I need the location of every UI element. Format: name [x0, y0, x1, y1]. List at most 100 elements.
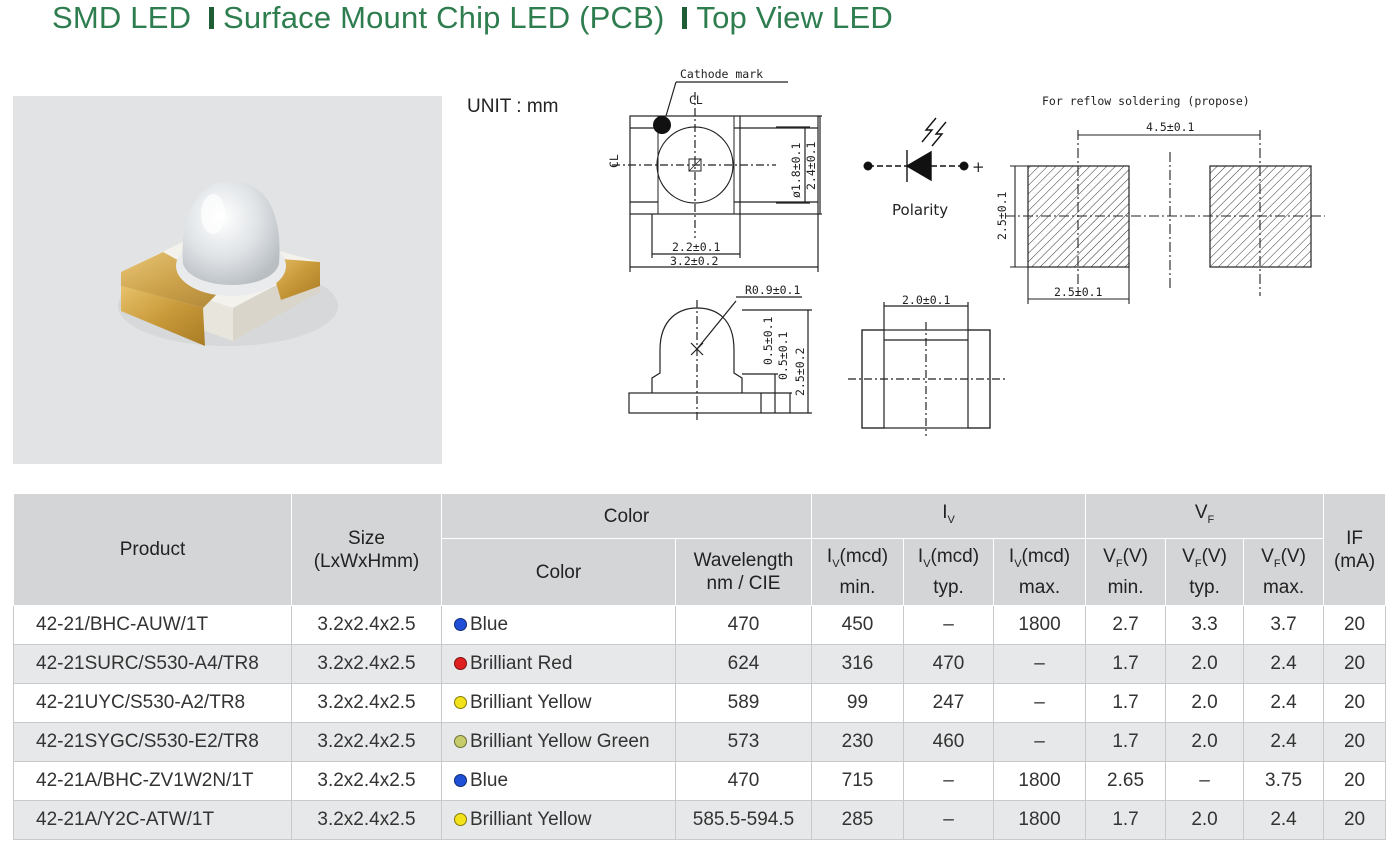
color-dot-icon: [454, 735, 467, 748]
dim-2-5-side: 2.5±0.2: [793, 348, 807, 396]
header-vf-min: VF(V)min.: [1085, 538, 1167, 606]
polarity-label: Polarity: [892, 201, 948, 219]
cell-product: 42-21SURC/S530-A4/TR8: [13, 644, 292, 684]
header-color: Color: [441, 538, 676, 606]
header-iv-min: IV(mcd)min.: [811, 538, 904, 606]
cell-vf-min: 1.7: [1085, 800, 1167, 840]
cell-iv-typ: –: [903, 605, 994, 645]
cell-iv-min: 230: [811, 722, 904, 762]
dim-width-2-4: 2.4±0.1: [804, 141, 818, 190]
cell-iv-typ: –: [903, 761, 994, 801]
cell-vf-typ: 2.0: [1165, 644, 1245, 684]
spec-table: Product Size(LxWxHmm) Color IV VF IF(mA)…: [13, 493, 1387, 840]
cell-iv-max: 1800: [992, 605, 1087, 645]
cell-iv-min: 715: [811, 761, 904, 801]
cell-vf-typ: 2.0: [1165, 800, 1245, 840]
cell-product: 42-21SYGC/S530-E2/TR8: [13, 722, 292, 762]
dim-2-0: 2.0±0.1: [902, 293, 951, 307]
cell-iv-max: –: [992, 683, 1087, 723]
cell-iv-max: –: [992, 722, 1087, 762]
cell-vf-max: 2.4: [1243, 722, 1325, 762]
mechanical-drawing: Cathode mark CL CL ø1.8±0.1 2.4±0.1 2.2±…: [607, 67, 1325, 436]
cell-iv-max: –: [992, 644, 1087, 684]
header-product: Product: [13, 493, 292, 606]
cell-product: 42-21A/Y2C-ATW/1T: [13, 800, 292, 840]
cell-wavelength: 624: [675, 644, 812, 684]
header-iv-typ: IV(mcd)typ.: [903, 538, 994, 606]
table-row: 42-21SURC/S530-A4/TR8 3.2x2.4x2.5 Brilli…: [13, 644, 1387, 684]
title-part-surface-mount: Surface Mount Chip LED (PCB): [223, 0, 665, 35]
cell-iv-max: 1800: [992, 761, 1087, 801]
cell-wavelength: 470: [675, 761, 812, 801]
cell-wavelength: 589: [675, 683, 812, 723]
cell-if: 20: [1323, 761, 1387, 801]
table-row: 42-21A/BHC-ZV1W2N/1T 3.2x2.4x2.5 Blue 47…: [13, 761, 1387, 801]
cell-size: 3.2x2.4x2.5: [291, 800, 442, 840]
bottom-view-outline: [848, 302, 1005, 436]
cell-vf-max: 3.7: [1243, 605, 1325, 645]
cell-wavelength: 585.5-594.5: [675, 800, 812, 840]
cell-vf-min: 2.65: [1085, 761, 1167, 801]
cell-iv-typ: 470: [903, 644, 994, 684]
cell-iv-typ: 460: [903, 722, 994, 762]
dim-0-5-a: 0.5±0.1: [761, 316, 775, 365]
dim-3-2: 3.2±0.2: [670, 254, 718, 268]
cell-if: 20: [1323, 644, 1387, 684]
cell-color: Brilliant Yellow: [441, 683, 676, 723]
cl-mark-left: CL: [607, 154, 621, 168]
cell-vf-max: 2.4: [1243, 683, 1325, 723]
cell-if: 20: [1323, 800, 1387, 840]
cell-size: 3.2x2.4x2.5: [291, 683, 442, 723]
polarity-plus: +: [972, 158, 985, 176]
header-vf-typ: VF(V)typ.: [1165, 538, 1245, 606]
title-part-top-view: Top View LED: [696, 0, 893, 35]
cell-iv-typ: –: [903, 800, 994, 840]
cathode-dot: [653, 116, 671, 134]
cell-color: Brilliant Yellow: [441, 800, 676, 840]
header-vf-max: VF(V)max.: [1243, 538, 1325, 606]
cell-vf-max: 2.4: [1243, 644, 1325, 684]
cell-size: 3.2x2.4x2.5: [291, 605, 442, 645]
dim-0-5-b: 0.5±0.1: [776, 331, 790, 380]
diode-symbol: [868, 117, 964, 182]
cell-wavelength: 470: [675, 605, 812, 645]
title-separator: [209, 7, 215, 29]
cell-vf-typ: –: [1165, 761, 1245, 801]
cell-vf-min: 1.7: [1085, 722, 1167, 762]
dim-diameter: ø1.8±0.1: [789, 143, 803, 198]
header-size: Size(LxWxHmm): [291, 493, 442, 606]
cell-size: 3.2x2.4x2.5: [291, 761, 442, 801]
unit-label: UNIT : mm: [467, 96, 559, 117]
cell-iv-min: 285: [811, 800, 904, 840]
cell-iv-min: 316: [811, 644, 904, 684]
color-dot-icon: [454, 774, 467, 787]
cell-iv-typ: 247: [903, 683, 994, 723]
product-photo: [13, 96, 442, 464]
cell-vf-typ: 2.0: [1165, 683, 1245, 723]
cell-vf-typ: 2.0: [1165, 722, 1245, 762]
cell-vf-min: 2.7: [1085, 605, 1167, 645]
table-row: 42-21A/Y2C-ATW/1T 3.2x2.4x2.5 Brilliant …: [13, 800, 1387, 840]
color-dot-icon: [454, 618, 467, 631]
cell-color: Brilliant Yellow Green: [441, 722, 676, 762]
cell-if: 20: [1323, 605, 1387, 645]
title-separator: [682, 7, 688, 29]
dim-pad-height: 2.5±0.1: [995, 191, 1009, 240]
side-view-outline: [628, 296, 812, 420]
cell-color: Brilliant Red: [441, 644, 676, 684]
header-if: IF(mA): [1323, 493, 1387, 606]
cell-vf-max: 3.75: [1243, 761, 1325, 801]
color-dot-icon: [454, 813, 467, 826]
dim-radius: R0.9±0.1: [745, 283, 800, 297]
cell-if: 20: [1323, 722, 1387, 762]
color-dot-icon: [454, 657, 467, 670]
led-photo-illustration: [118, 181, 338, 346]
cl-mark-top: CL: [689, 93, 703, 107]
cell-product: 42-21UYC/S530-A2/TR8: [13, 683, 292, 723]
dim-pad-width: 2.5±0.1: [1054, 285, 1103, 299]
dim-2-2: 2.2±0.1: [672, 240, 721, 254]
cell-vf-typ: 3.3: [1165, 605, 1245, 645]
cell-iv-min: 99: [811, 683, 904, 723]
cell-color: Blue: [441, 605, 676, 645]
